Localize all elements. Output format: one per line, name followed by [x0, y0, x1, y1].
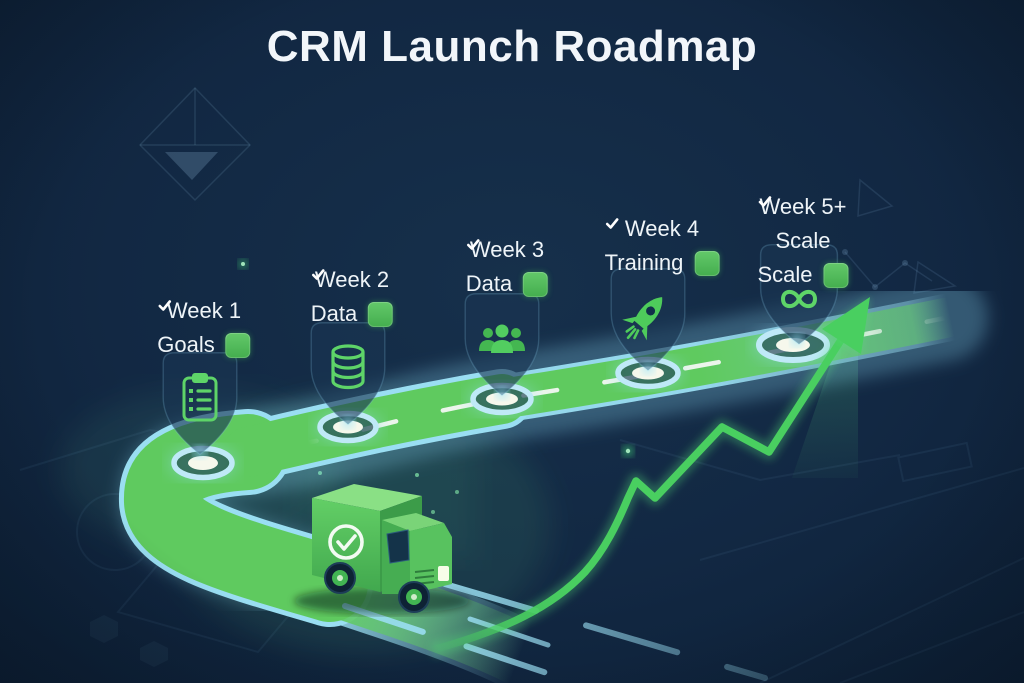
growth-arrow — [428, 297, 870, 658]
check-icon — [158, 300, 172, 311]
check-badge — [605, 218, 720, 276]
check-badge — [466, 239, 549, 297]
diamond-decor — [138, 86, 252, 202]
delivery-truck — [294, 484, 470, 614]
database-icon — [331, 344, 365, 390]
week-label: Week 5+ — [759, 194, 847, 219]
shield-week-5 — [759, 243, 839, 347]
glow-dots — [238, 259, 634, 514]
circuit-pads — [90, 615, 168, 667]
check-icon — [758, 196, 772, 207]
infinity-icon — [781, 289, 818, 309]
subtitle-label: Scale — [775, 228, 831, 253]
milestone-week-4: Week 4 Training — [605, 216, 720, 276]
week-label: Week 3 — [469, 237, 545, 262]
arrowhead — [822, 297, 870, 354]
truck-windshield — [386, 529, 410, 564]
users-icon — [479, 324, 525, 353]
truck-wheel — [398, 581, 430, 613]
triangle-decor — [165, 152, 218, 180]
week-label: Week 2 — [314, 267, 390, 292]
check-icon — [466, 239, 480, 250]
task-label: Goals — [157, 332, 215, 357]
shield-week-2 — [310, 322, 386, 429]
truck-box-top — [312, 484, 422, 511]
week-label: Week 1 — [166, 298, 242, 323]
shield-week-3 — [464, 293, 540, 400]
shield-week-4 — [610, 268, 686, 375]
check-badge — [158, 300, 251, 358]
milestone-week-5: Week 5+ Scale Scale — [757, 194, 849, 288]
clipboard-icon — [182, 373, 218, 422]
week-label: Week 4 — [624, 216, 700, 241]
check-badge — [311, 269, 394, 327]
task-label: Scale — [757, 262, 813, 287]
task-label: Data — [465, 271, 513, 296]
check-circle-icon — [328, 524, 364, 560]
arrow-line — [428, 319, 856, 654]
milestone-week-3: Week 3 Data — [465, 237, 549, 297]
road-center-line — [159, 315, 948, 615]
shield-week-1 — [162, 352, 238, 459]
rocket-icon — [622, 297, 663, 341]
task-label: Data — [310, 301, 358, 326]
milestone-week-2: Week 2 Data — [310, 267, 394, 327]
check-icon — [605, 218, 619, 229]
truck-cab-roof — [382, 513, 444, 531]
milestone-week-1: Week 1 Goals — [157, 298, 251, 358]
check-badge — [758, 196, 849, 288]
check-icon — [311, 269, 325, 280]
truck-wheel — [324, 562, 356, 594]
task-label: Training — [604, 250, 684, 275]
milestone-shields — [162, 243, 839, 459]
page-title: CRM Launch Roadmap — [266, 22, 758, 71]
truck-headlight — [438, 566, 449, 581]
